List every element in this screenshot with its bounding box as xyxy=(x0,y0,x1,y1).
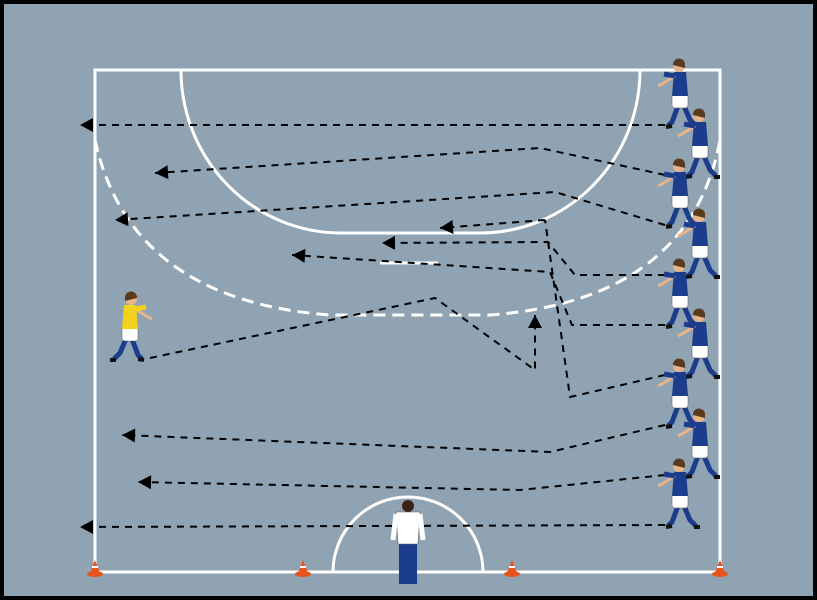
movement-path xyxy=(439,219,546,229)
center-circle xyxy=(331,495,485,573)
players xyxy=(110,58,720,584)
arrowhead xyxy=(138,475,152,490)
arrowhead xyxy=(292,248,306,263)
attacking-player xyxy=(677,208,720,279)
attacking-player xyxy=(657,158,700,229)
arrowhead xyxy=(155,165,169,180)
cone xyxy=(712,560,728,577)
arrowhead xyxy=(122,428,136,443)
movement-path xyxy=(381,240,665,276)
cone xyxy=(87,560,103,577)
attacking-player xyxy=(677,408,720,479)
movement-paths xyxy=(79,124,666,528)
arrowhead xyxy=(382,235,396,250)
movement-path xyxy=(121,424,666,454)
cone xyxy=(504,560,520,577)
arrowhead xyxy=(115,212,129,227)
attacking-player xyxy=(677,308,720,379)
movement-path xyxy=(154,146,666,176)
movement-path xyxy=(114,190,666,226)
cone xyxy=(295,560,311,577)
movement-path xyxy=(291,254,665,326)
movement-path xyxy=(137,474,666,492)
attacking-player xyxy=(657,358,700,429)
attacking-player xyxy=(657,58,700,129)
goal-area-line xyxy=(179,69,642,235)
movement-path xyxy=(149,296,536,372)
arrowhead xyxy=(80,118,93,132)
arrowhead xyxy=(80,519,94,534)
attacking-player xyxy=(657,458,700,529)
attacking-player xyxy=(677,108,720,179)
movement-path xyxy=(544,219,666,399)
referee xyxy=(390,500,426,584)
arrowhead xyxy=(440,220,454,234)
arrowheads xyxy=(80,118,542,534)
arrowhead xyxy=(528,315,542,328)
free-throw-line xyxy=(93,139,722,317)
cones xyxy=(87,560,728,577)
movement-path xyxy=(79,524,666,528)
goalkeeper xyxy=(110,291,153,362)
